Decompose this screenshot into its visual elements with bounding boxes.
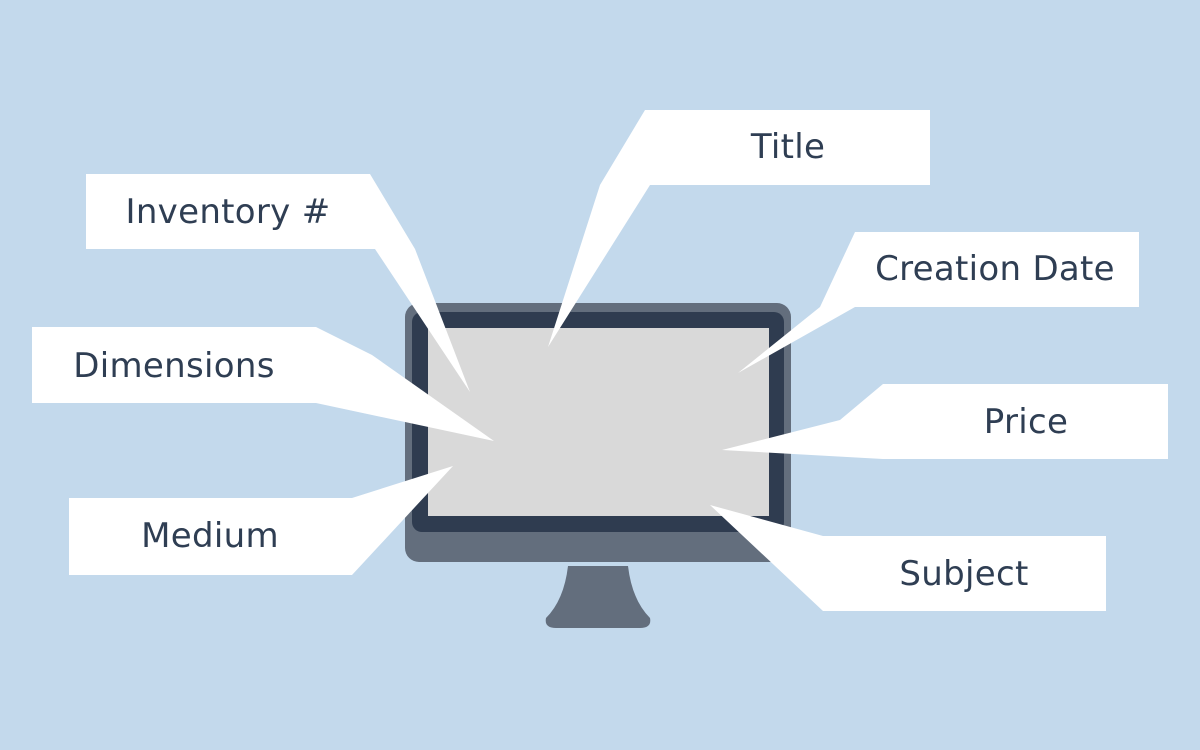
callout-dimensions: Dimensions [32, 327, 494, 441]
callout-inventory-bubble [86, 174, 470, 392]
callout-price-bubble [722, 384, 1168, 459]
monitor-screen [428, 328, 769, 516]
callout-subject-label: Subject [899, 554, 1028, 594]
callout-creation-date: Creation Date [738, 232, 1139, 373]
callout-subject-bubble [710, 505, 1106, 611]
callout-dimensions-label: Dimensions [73, 346, 274, 386]
monitor [405, 303, 791, 628]
callout-medium: Medium [69, 466, 453, 575]
callout-medium-bubble [69, 466, 453, 575]
callout-title-label: Title [750, 127, 825, 167]
callout-inventory: Inventory # [86, 174, 470, 392]
callout-price: Price [722, 384, 1168, 459]
callout-title: Title [548, 110, 930, 347]
callout-creation-date-label: Creation Date [875, 249, 1115, 289]
callout-price-label: Price [984, 402, 1068, 442]
callout-inventory-label: Inventory # [126, 192, 331, 232]
callout-subject: Subject [710, 505, 1106, 611]
callout-creation-date-bubble [738, 232, 1139, 373]
callout-dimensions-bubble [32, 327, 494, 441]
callout-medium-label: Medium [141, 516, 279, 556]
callout-title-bubble [548, 110, 930, 347]
monitor-stand [545, 566, 651, 628]
